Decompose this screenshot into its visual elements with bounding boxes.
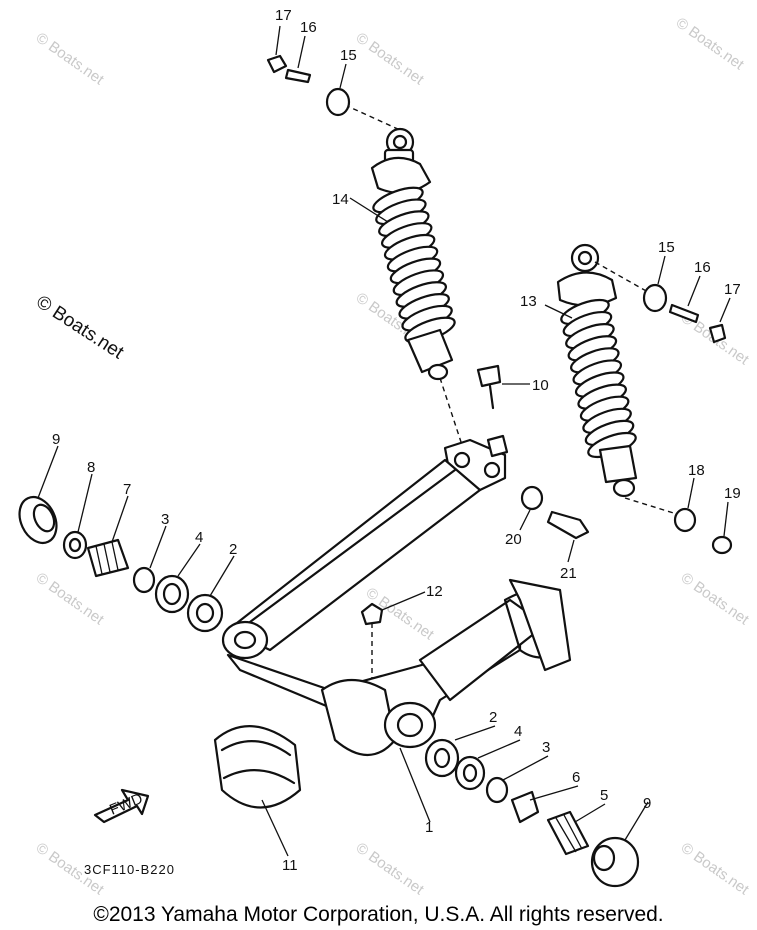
fwd-label: FWD [107,790,145,819]
callout-8: 8 [87,459,95,476]
callout-9: 9 [52,431,60,448]
callout-12: 12 [426,583,443,600]
callout-17: 17 [275,7,292,24]
callout-2: 2 [229,541,237,558]
diagram-code: 3CF110-B220 [84,862,175,877]
callout-21: 21 [560,565,577,582]
leader-lines [37,25,731,857]
callout-11: 11 [282,857,298,874]
callout-7: 7 [123,481,131,498]
callout-17: 17 [724,281,741,298]
left-pivot-hardware [18,495,224,633]
watermark-text: © Boats.net [678,569,753,628]
callout-14: 14 [332,191,349,208]
callout-labels: 17 16 15 14 15 16 17 13 10 18 19 20 21 1… [52,7,741,877]
watermark-text: © Boats.net [353,29,428,88]
callout-5: 5 [600,787,608,804]
copyright-notice: ©2013 Yamaha Motor Corporation, U.S.A. A… [93,903,664,926]
callout-6: 6 [572,769,580,786]
watermark-text: © Boats.net [673,14,748,73]
callout-19: 19 [724,485,741,502]
watermark-text: © Boats.net [353,839,428,898]
callout-9: 9 [643,795,651,812]
callout-18: 18 [688,462,705,479]
callout-4: 4 [195,529,203,546]
right-pivot-hardware [424,738,640,888]
watermark-text: © Boats.net [678,839,753,898]
rear-arm [221,434,572,756]
shock-absorber-right [556,243,638,498]
callout-3: 3 [161,511,169,528]
callout-10: 10 [532,377,549,394]
callout-15: 15 [340,47,357,64]
callout-15: 15 [658,239,675,256]
callout-13: 13 [520,293,537,310]
watermark-text: © Boats.net [33,29,108,88]
callout-16: 16 [300,19,317,36]
callout-16: 16 [694,259,711,276]
shock-absorber-left [370,127,456,381]
callout-3: 3 [542,739,550,756]
callout-4: 4 [514,723,522,740]
fwd-arrow: FWD [93,788,150,824]
callout-20: 20 [505,531,522,548]
callout-2: 2 [489,709,497,726]
small-parts [213,54,733,809]
watermark-main: © Boats.net [32,292,128,364]
watermark-text: © Boats.net [33,569,108,628]
callout-1: 1 [425,819,433,836]
